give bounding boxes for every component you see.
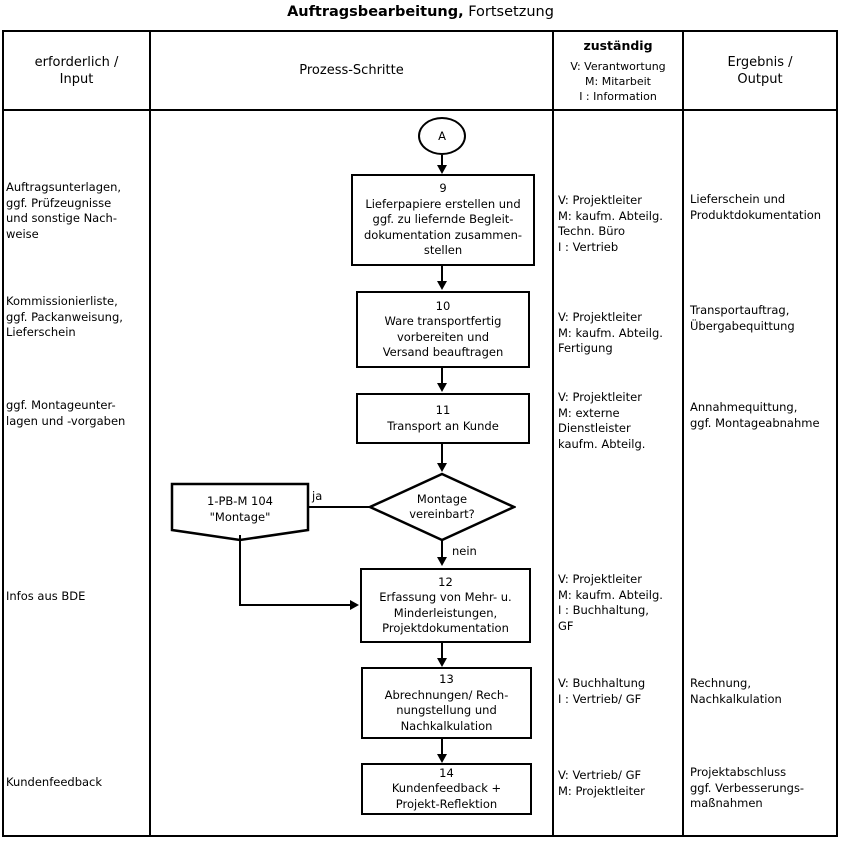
decision-label: Montage vereinbart? bbox=[409, 491, 475, 522]
connector-oval-a: A bbox=[418, 117, 466, 155]
process-box-11-number: 11 bbox=[435, 403, 451, 417]
arrowhead-decision-no bbox=[437, 557, 447, 566]
process-box-14-number: 14 bbox=[439, 765, 454, 780]
input-text-step-9: Auftragsunterlagen, ggf. Prüfzeugnisse u… bbox=[6, 180, 122, 241]
input-text-step-12: Infos aus BDE bbox=[6, 589, 86, 603]
output-text-step-10: Transportauftrag, Übergabequittung bbox=[690, 303, 795, 333]
arrowhead-doc-to-12 bbox=[350, 600, 359, 610]
flow-line-11-to-decision bbox=[441, 444, 443, 465]
process-box-10: 10 Ware transportfertig vorbereiten und … bbox=[356, 291, 530, 368]
connector-label: A bbox=[438, 129, 446, 143]
page-title-strong: Auftragsbearbeitung, bbox=[287, 4, 464, 20]
responsible-text-step-13: V: Buchhaltung I : Vertrieb/ GF bbox=[558, 676, 646, 706]
process-box-12-number: 12 bbox=[438, 574, 453, 589]
column-header-process-label: Prozess-Schritte bbox=[299, 63, 404, 78]
responsible-text-step-14: V: Vertrieb/ GF M: Projektleiter bbox=[558, 768, 645, 798]
arrowhead-9-to-10 bbox=[437, 281, 447, 290]
flow-line-a-to-9 bbox=[441, 155, 443, 168]
flow-line-9-to-10 bbox=[441, 266, 443, 283]
process-table: erforderlich / Input Prozess-Schritte zu… bbox=[2, 30, 838, 837]
reference-document-montage: 1-PB-M 104 "Montage" bbox=[170, 482, 310, 546]
process-box-14: 14 Kundenfeedback + Projekt-Reflektion bbox=[361, 763, 532, 815]
responsible-text-step-9: V: Projektleiter M: kaufm. Abteilg. Tech… bbox=[558, 193, 663, 254]
process-box-9-text: Lieferpapiere erstellen und ggf. zu lief… bbox=[363, 196, 523, 258]
flow-line-13-to-14 bbox=[441, 739, 443, 756]
column-divider-2 bbox=[552, 32, 554, 835]
arrowhead-10-to-11 bbox=[437, 383, 447, 392]
header-divider bbox=[4, 109, 836, 111]
edge-label-no: nein bbox=[452, 544, 477, 558]
responsible-text-step-12: V: Projektleiter M: kaufm. Abteilg. I : … bbox=[558, 572, 663, 633]
flow-line-decision-no bbox=[441, 540, 443, 560]
arrowhead-a-to-9 bbox=[437, 165, 447, 174]
process-box-12-text: Erfassung von Mehr- u. Minderleistungen,… bbox=[379, 590, 512, 635]
column-header-responsible-label: zuständig bbox=[583, 38, 653, 53]
output-text-step-9: Lieferschein und Produktdokumentation bbox=[690, 192, 822, 222]
document-shape bbox=[170, 482, 310, 542]
page-title: Auftragsbearbeitung, Fortsetzung bbox=[0, 2, 841, 22]
process-box-10-text: Ware transportfertig vorbereiten und Ver… bbox=[382, 314, 504, 359]
output-text-step-14: Projektabschluss ggf. Verbesserungs- maß… bbox=[690, 765, 805, 810]
column-divider-3 bbox=[682, 32, 684, 835]
process-box-11: 11 Transport an Kunde bbox=[356, 393, 530, 444]
input-text-step-14: Kundenfeedback bbox=[6, 775, 103, 789]
process-box-10-number: 10 bbox=[435, 298, 451, 313]
flow-line-doc-down bbox=[239, 535, 241, 606]
input-text-step-11: ggf. Montageunter- lagen und -vorgaben bbox=[6, 398, 126, 428]
process-box-13-text: Abrechnungen/ Rech- nungstellung und Nac… bbox=[384, 687, 509, 733]
flow-line-decision-yes bbox=[258, 506, 370, 508]
reference-document-label: 1-PB-M 104 "Montage" bbox=[207, 494, 273, 524]
column-header-process: Prozess-Schritte bbox=[151, 32, 552, 109]
process-box-12: 12 Erfassung von Mehr- u. Minderleistung… bbox=[360, 568, 531, 643]
flow-line-10-to-11 bbox=[441, 368, 443, 385]
process-box-9: 9 Lieferpapiere erstellen und ggf. zu li… bbox=[351, 174, 535, 266]
input-text-step-10: Kommissionierliste, ggf. Packanweisung, … bbox=[6, 294, 123, 339]
output-text-step-11: Annahmequittung, ggf. Montageabnahme bbox=[690, 400, 820, 430]
process-box-11-text: Transport an Kunde bbox=[387, 418, 499, 433]
process-box-14-text: Kundenfeedback + Projekt-Reflektion bbox=[391, 781, 502, 811]
column-header-input: erforderlich / Input bbox=[4, 32, 149, 109]
process-box-13: 13 Abrechnungen/ Rech- nungstellung und … bbox=[361, 667, 532, 739]
column-header-output-label: Ergebnis / Output bbox=[727, 54, 793, 87]
decision-montage-vereinbart: Montage vereinbart? bbox=[366, 472, 518, 542]
process-box-13-number: 13 bbox=[439, 672, 454, 686]
responsible-text-step-10: V: Projektleiter M: kaufm. Abteilg. Fert… bbox=[558, 310, 663, 355]
column-header-responsible: zuständig V: Verantwortung M: Mitarbeit … bbox=[554, 32, 682, 109]
output-text-step-13: Rechnung, Nachkalkulation bbox=[690, 676, 782, 706]
responsibility-legend: V: Verantwortung M: Mitarbeit I : Inform… bbox=[570, 60, 666, 103]
responsible-text-step-11: V: Projektleiter M: externe Dienstleiste… bbox=[558, 390, 646, 451]
flow-line-12-to-13 bbox=[441, 643, 443, 660]
page-title-light: Fortsetzung bbox=[468, 4, 554, 20]
flow-line-doc-right bbox=[239, 604, 352, 606]
column-header-input-label: erforderlich / Input bbox=[34, 54, 119, 87]
column-divider-1 bbox=[149, 32, 151, 835]
arrowhead-11-to-decision bbox=[437, 463, 447, 472]
arrowhead-12-to-13 bbox=[437, 658, 447, 667]
column-header-output: Ergebnis / Output bbox=[684, 32, 836, 109]
process-box-9-number: 9 bbox=[439, 181, 447, 196]
edge-label-yes: ja bbox=[312, 489, 323, 503]
arrowhead-13-to-14 bbox=[437, 754, 447, 763]
